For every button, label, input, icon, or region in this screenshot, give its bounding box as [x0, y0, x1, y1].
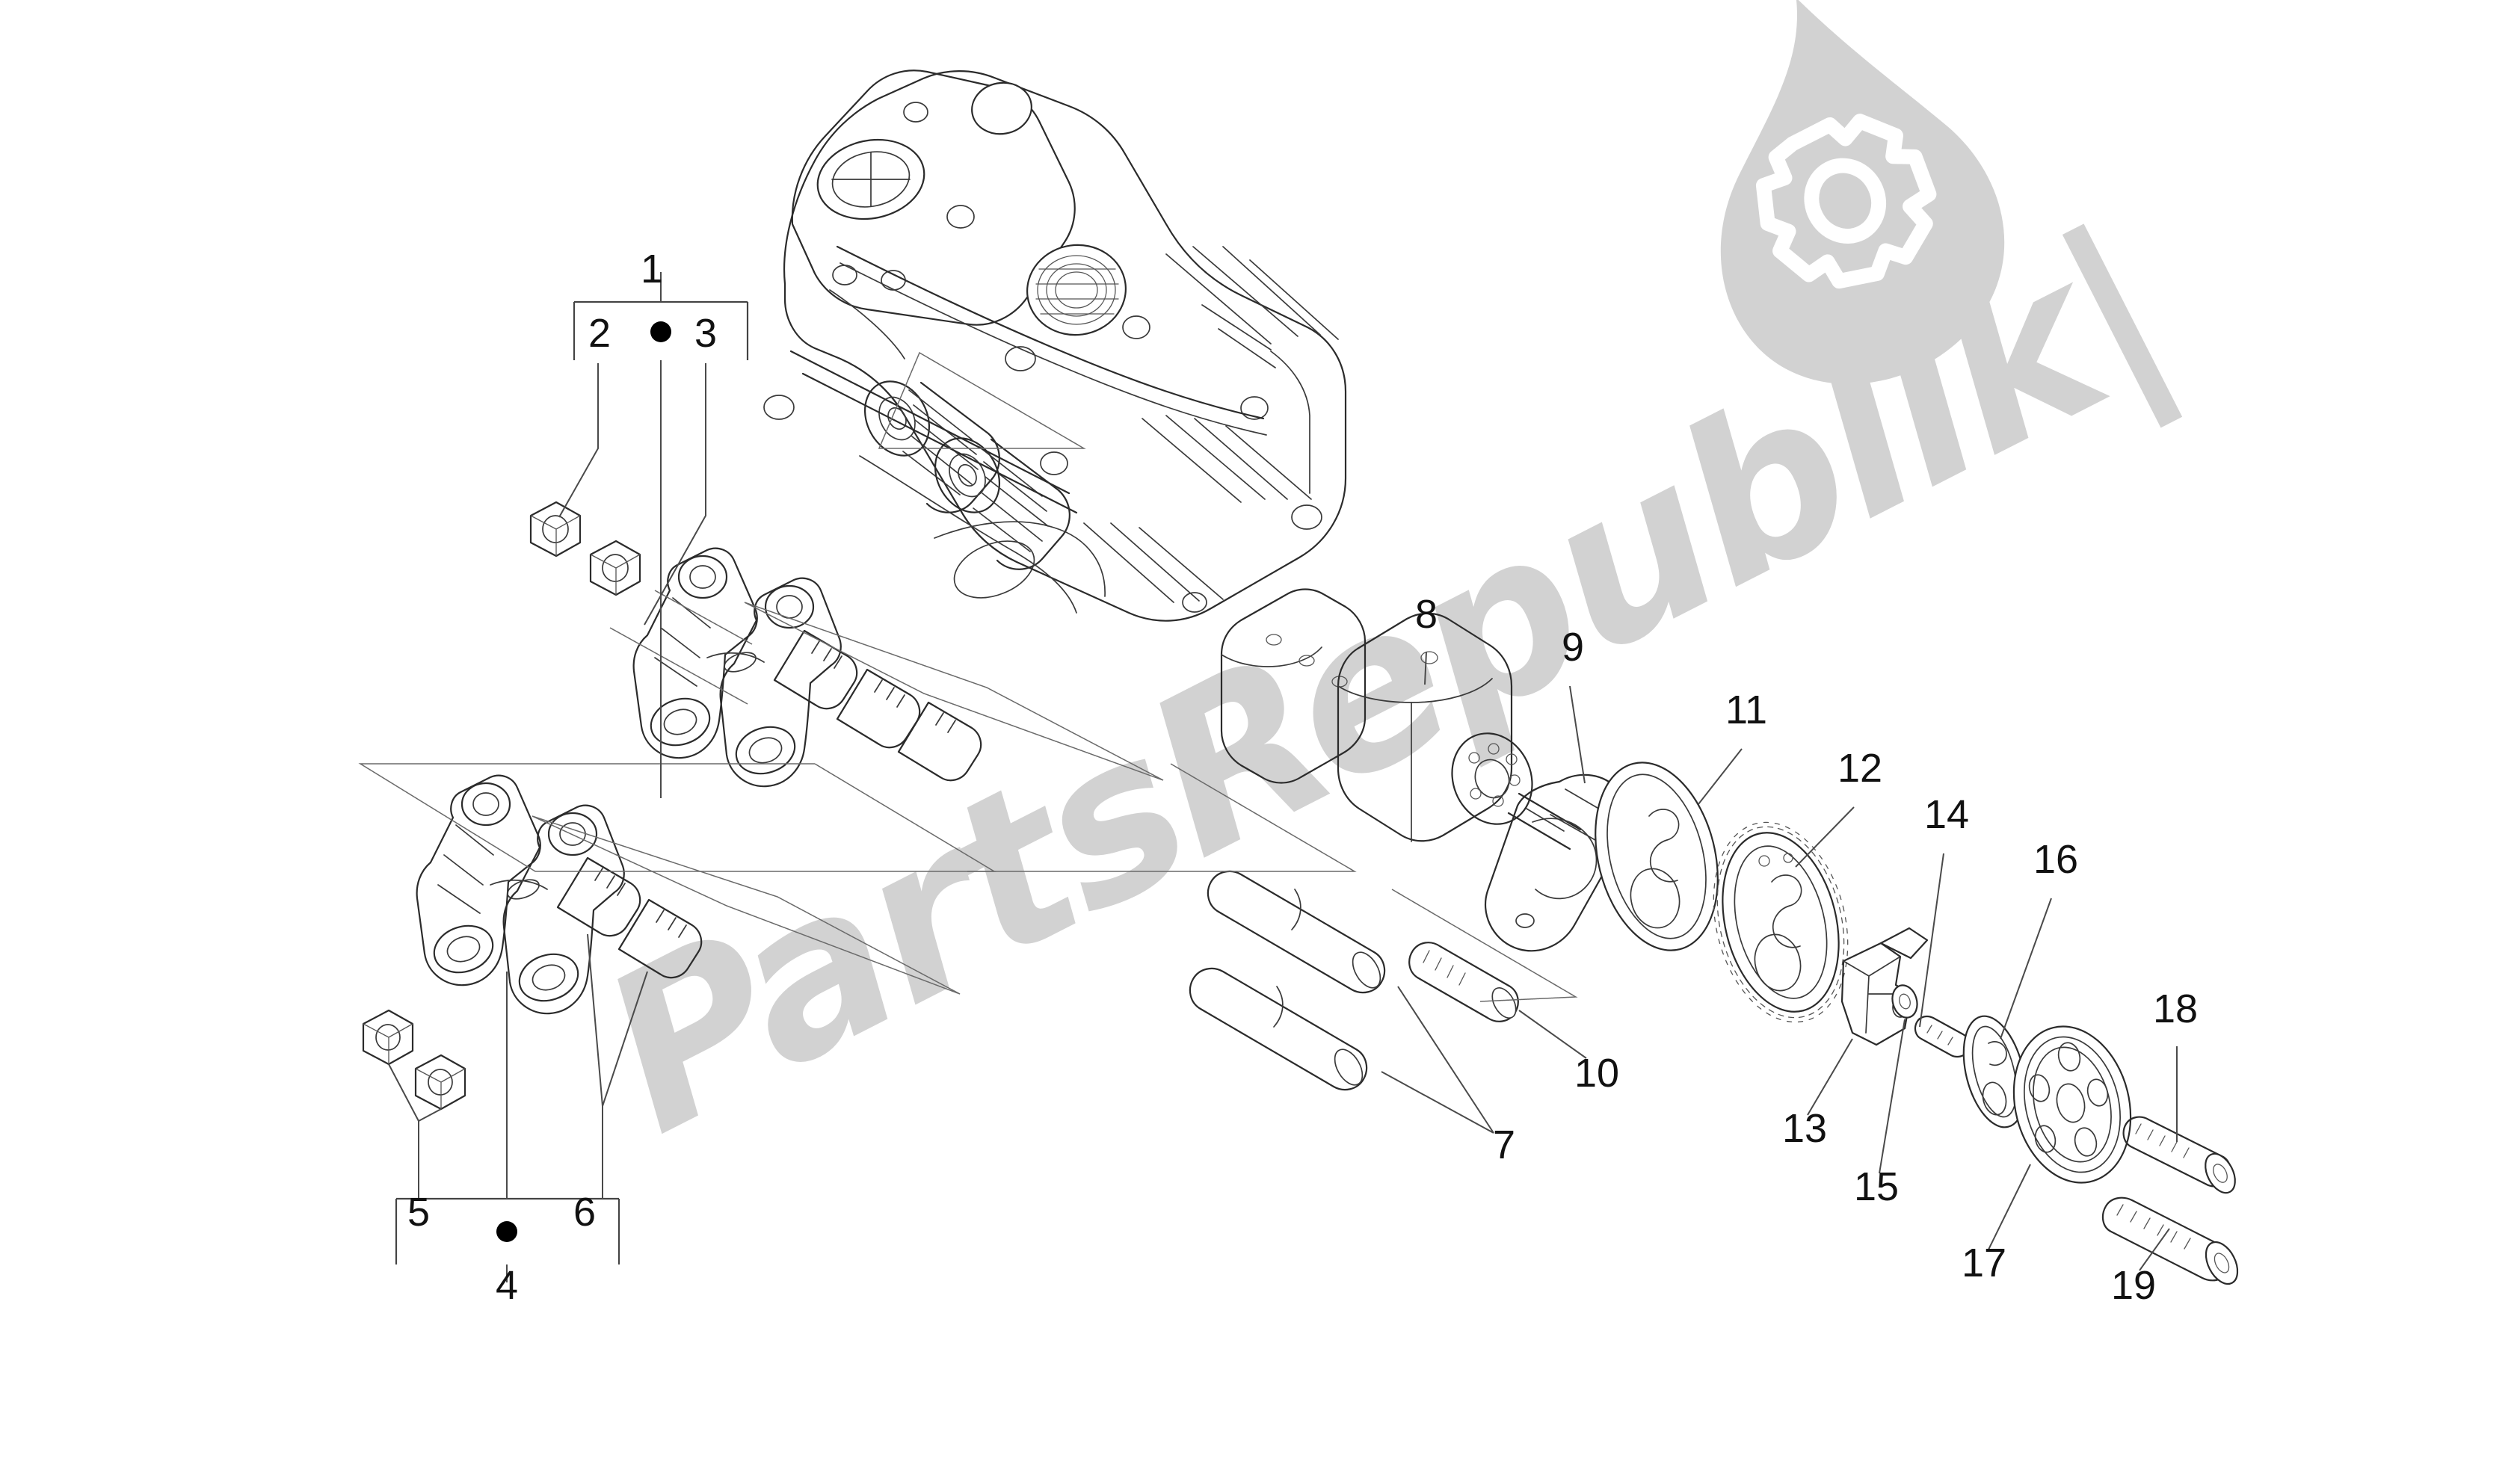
callout-number-8: 8	[1415, 592, 1438, 637]
rocker-shaft-pin-7a	[1207, 870, 1386, 994]
cooling-fins	[1083, 246, 1339, 603]
nut-part-3	[589, 540, 641, 596]
nut-part-5a	[362, 1009, 414, 1066]
rocker-shaft-pin-7b	[1189, 967, 1368, 1091]
pulley-flange-11	[1595, 762, 1719, 951]
callout-number-14: 14	[1924, 792, 1969, 837]
adjuster-pin-upper-3	[897, 701, 982, 782]
callout-number-18: 18	[2153, 986, 2198, 1031]
nut-part-2	[529, 501, 582, 558]
callout-number-15: 15	[1854, 1164, 1899, 1209]
callout-number-4: 4	[496, 1263, 518, 1308]
group-1-center-dot	[650, 321, 671, 342]
callout-number-11: 11	[1725, 688, 1767, 732]
callout-number-3: 3	[694, 311, 717, 356]
callout-number-19: 19	[2111, 1263, 2156, 1308]
callout-number-10: 10	[1574, 1051, 1619, 1096]
leader-lines	[388, 272, 2178, 1282]
phantom-assembly-outlines	[358, 351, 1578, 1002]
callout-number-9: 9	[1562, 625, 1584, 670]
thread-hatching	[1035, 255, 1119, 325]
callout-number-12: 12	[1837, 746, 1882, 791]
callout-number-7: 7	[1493, 1122, 1515, 1167]
washer-plate-16	[1962, 1015, 2027, 1128]
valve-spring-1	[863, 380, 1000, 513]
pin-14	[1914, 1015, 1971, 1058]
adjuster-pin-lower-1	[556, 856, 641, 937]
cylinder-head-casting	[763, 70, 1347, 622]
camshaft	[1220, 588, 1582, 850]
sprocket-teeth	[1713, 821, 1849, 1023]
decompressor-weight-13	[1840, 927, 1929, 1046]
watermark-logo	[1720, 0, 2005, 384]
drive-pulley-17	[2012, 1025, 2132, 1184]
screw-10	[1408, 942, 1519, 1022]
watermark-partsrepublik: PartsRepublik|	[567, 0, 2205, 1185]
callout-number-17: 17	[1962, 1241, 2006, 1285]
adjuster-pin-lower-2	[617, 898, 703, 979]
callout-number-2: 2	[588, 311, 611, 356]
group-4-center-dot	[496, 1221, 517, 1242]
callout-number-13: 13	[1782, 1106, 1827, 1151]
nut-part-5b	[414, 1054, 466, 1111]
rocker-arm-lower-assembly	[416, 774, 703, 1015]
callout-number-6: 6	[573, 1190, 596, 1235]
hex-bolt-19	[2101, 1196, 2239, 1285]
valve-spring-2	[934, 437, 1070, 570]
adjuster-pin-upper-2	[836, 668, 921, 749]
rocker-arm-upper-assembly	[632, 547, 982, 788]
adjuster-pin-upper-1	[773, 629, 858, 710]
hex-bolt-18	[2122, 1116, 2236, 1194]
timing-sprocket-12	[1713, 821, 1849, 1023]
spring-washer-15	[1891, 984, 1918, 1019]
callout-number-1: 1	[641, 247, 663, 291]
gear-icon	[1755, 114, 1937, 289]
callout-number-16: 16	[2033, 837, 2078, 882]
callout-number-5: 5	[407, 1190, 430, 1235]
